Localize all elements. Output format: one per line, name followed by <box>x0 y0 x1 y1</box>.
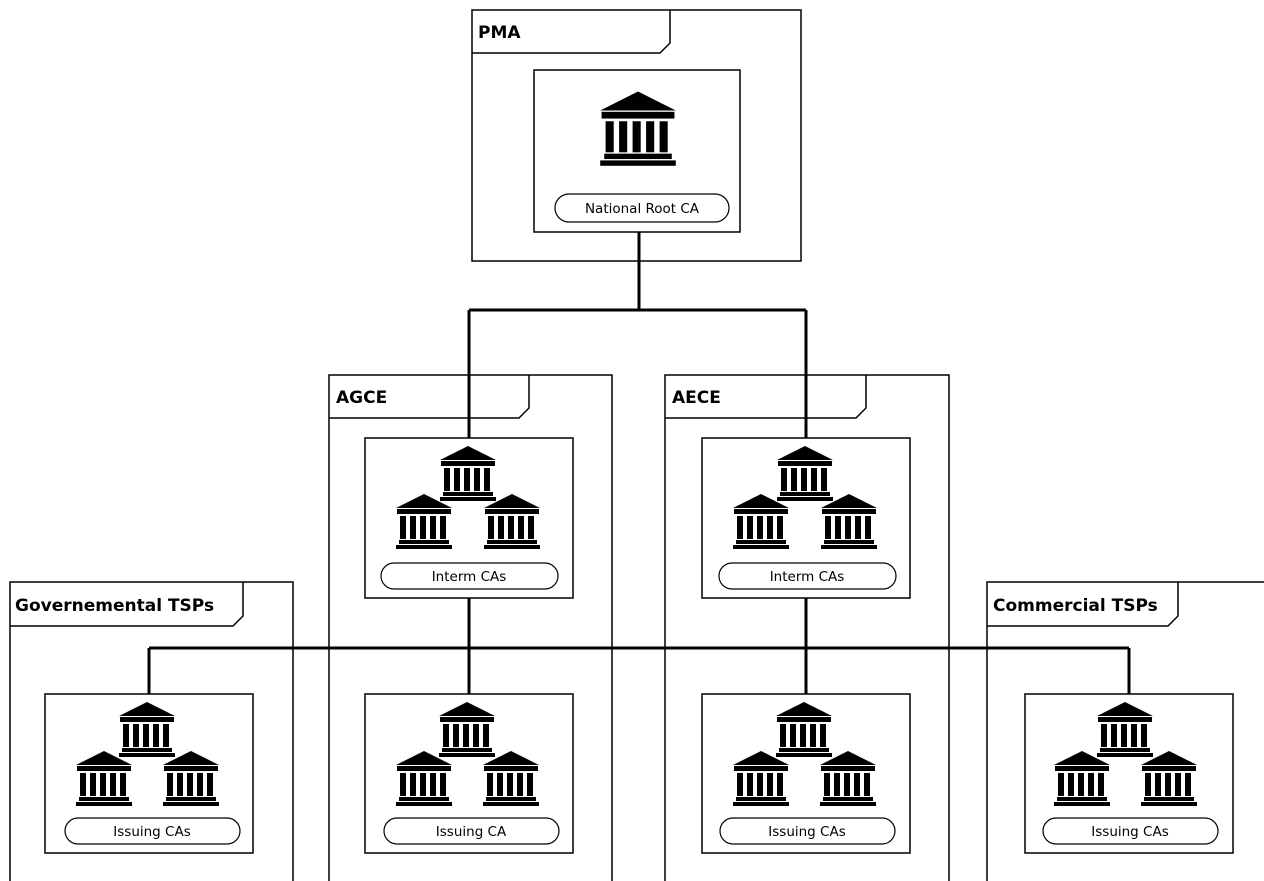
node-label-aece-interm-cas: Interm CAs <box>770 569 845 585</box>
node-agce-interm-cas: Interm CAs <box>364 437 574 599</box>
node-label-agce-issuing-ca: Issuing CA <box>436 824 507 840</box>
frame-title-aece: AECE <box>672 388 721 408</box>
node-aece-interm-cas: Interm CAs <box>701 437 911 599</box>
frame-pma <box>471 9 802 262</box>
frame-title-pma: PMA <box>478 23 521 43</box>
node-label-aece-issuing-cas: Issuing CAs <box>768 824 845 840</box>
frame-governemental-tsps <box>9 581 294 881</box>
node-gov-issuing-cas: Issuing CAs <box>44 693 254 854</box>
node-label-national-root-ca: National Root CA <box>585 201 700 217</box>
node-national-root-ca: National Root CA <box>533 69 741 233</box>
node-label-gov-issuing-cas: Issuing CAs <box>113 824 190 840</box>
node-aece-issuing-cas: Issuing CAs <box>701 693 911 854</box>
node-label-agce-interm-cas: Interm CAs <box>432 569 507 585</box>
node-label-com-issuing-cas: Issuing CAs <box>1091 824 1168 840</box>
frame-title-commercial-tsps: Commercial TSPs <box>993 596 1158 616</box>
node-com-issuing-cas: Issuing CAs <box>1024 693 1234 854</box>
frame-commercial-tsps <box>986 581 1264 881</box>
frame-title-governemental-tsps: Governemental TSPs <box>15 596 214 616</box>
node-agce-issuing-ca: Issuing CA <box>364 693 574 854</box>
connector-lines <box>147 232 1131 694</box>
frame-title-agce: AGCE <box>336 388 387 408</box>
